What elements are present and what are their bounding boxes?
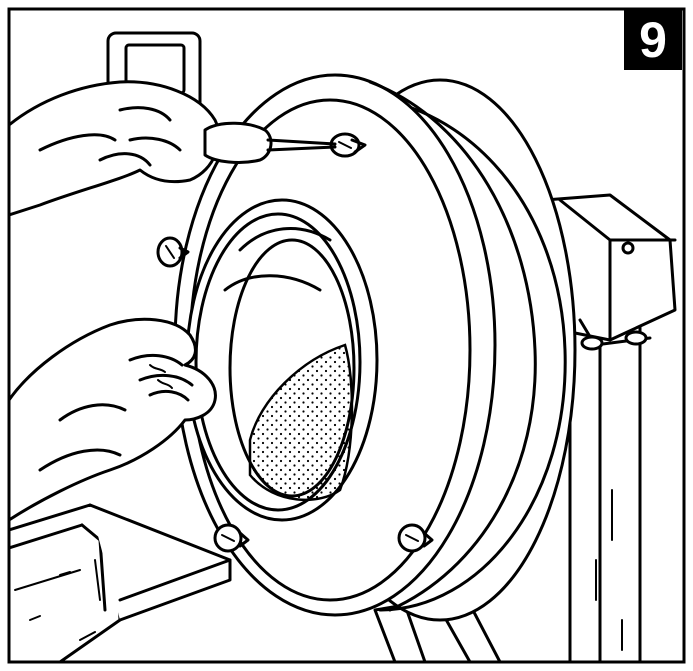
cover-screw-bottom-right-icon <box>397 523 434 553</box>
monorail <box>9 503 232 662</box>
cover-screw-bottom-left-icon <box>213 523 250 553</box>
page-frame <box>7 7 686 664</box>
hand-with-screwdriver <box>9 80 337 217</box>
screwdriver-icon <box>203 121 337 164</box>
step-number-badge: 9 <box>624 10 682 70</box>
frame-bracket <box>543 193 677 351</box>
hand-gripping-cover <box>9 317 217 522</box>
fan-mesh <box>248 343 354 501</box>
cover-screw-left-icon <box>156 236 190 268</box>
air-inlet <box>185 198 379 522</box>
bracket-bolt-icon <box>580 330 648 351</box>
